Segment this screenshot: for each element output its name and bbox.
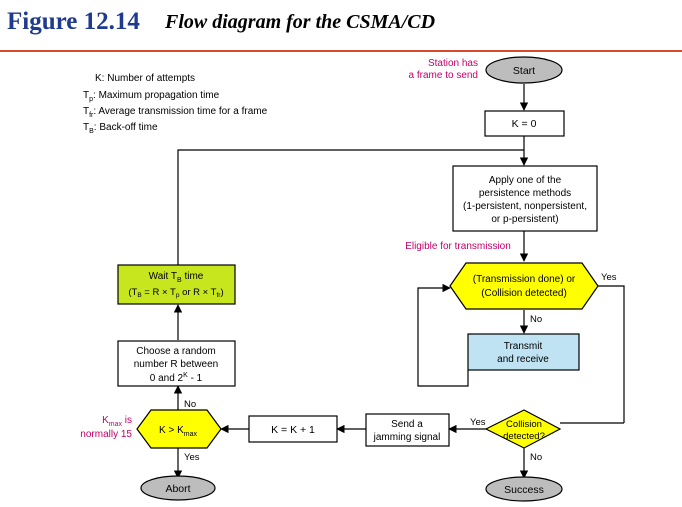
header-rule: [0, 50, 682, 52]
collision-shape: [484, 409, 562, 449]
persistence-line-2: persistence methods: [479, 188, 571, 199]
abort-shape: [140, 475, 216, 501]
legend-k: K: Number of attempts: [95, 73, 195, 84]
start-label: Start: [513, 65, 535, 77]
wait-box: Wait TB time (TB = R × Tp or R × Tfr): [117, 264, 236, 305]
jamming-line-2: jamming signal: [373, 432, 441, 443]
kmax-note-line-2: normally 15: [80, 429, 132, 440]
figure-title: Flow diagram for the CSMA/CD: [165, 11, 436, 33]
transmit-line-1: Transmit: [504, 341, 543, 352]
wait-line-2: (TB = R × Tp or R × Tfr): [128, 287, 223, 299]
edge-txdone-yes: [598, 285, 625, 418]
abort-terminal: Abort: [140, 475, 216, 501]
transmission-done-no-label: No: [530, 314, 542, 325]
persistence-shape: [452, 165, 598, 232]
legend-tfr: Tfr: Average transmission time for a fra…: [83, 106, 268, 119]
k-increment-label: K = K + 1: [271, 424, 315, 436]
collision-yes-label: Yes: [470, 417, 486, 428]
transmission-done-shape: [449, 262, 599, 310]
start-note-line-1: Station has: [428, 58, 478, 69]
legend-tp: Tp: Maximum propagation time: [83, 90, 220, 103]
legend-tb: TB: Back-off time: [83, 122, 158, 135]
edge-transmit-loop-back: [417, 283, 469, 387]
legend: K: Number of attempts Tp: Maximum propag…: [83, 73, 268, 135]
wait-line-1: Wait TB time: [149, 271, 204, 284]
collision-no-label: No: [530, 452, 542, 463]
start-terminal: Start: [485, 56, 563, 84]
kmax-yes-label: Yes: [184, 452, 200, 463]
wait-shape: [117, 264, 236, 305]
start-note-line-2: a frame to send: [409, 70, 478, 81]
persistence-line-1: Apply one of the: [489, 175, 562, 186]
k-increment-shape: [248, 415, 338, 443]
collision-decision: Collision detected?: [484, 409, 562, 449]
transmission-done-decision: (Transmission done) or (Collision detect…: [449, 262, 599, 310]
connectors: [173, 84, 625, 479]
figure-number: Figure 12.14: [7, 8, 140, 35]
collision-line-2: detected?: [503, 431, 545, 442]
transmission-done-yes-label: Yes: [601, 272, 617, 283]
kmax-note-line-1: Kmax is: [102, 415, 132, 428]
kmax-no-label: No: [184, 399, 196, 410]
persistence-line-3: (1-persistent, nonpersistent,: [463, 201, 587, 212]
success-label: Success: [504, 484, 544, 496]
k-init-label: K = 0: [512, 118, 537, 130]
figure-header: Figure 12.14 Flow diagram for the CSMA/C…: [0, 0, 682, 52]
random-box: Choose a random number R between 0 and 2…: [117, 340, 236, 387]
k-increment-box: K = K + 1: [248, 415, 338, 443]
transmission-done-line-2: (Collision detected): [481, 288, 567, 299]
transmit-line-2: and receive: [497, 354, 549, 365]
jamming-box: Send a jamming signal: [365, 413, 450, 447]
transmit-box: Transmit and receive: [467, 333, 580, 371]
kmax-shape: [136, 409, 222, 449]
random-shape: [117, 340, 236, 387]
persistence-line-4: or p-persistent): [491, 214, 558, 225]
abort-label: Abort: [165, 483, 190, 495]
collision-line-1: Collision: [506, 419, 542, 430]
k-init-shape: [484, 110, 565, 137]
success-shape: [485, 476, 563, 502]
random-line-2: number R between: [134, 359, 219, 370]
k-init-box: K = 0: [484, 110, 565, 137]
transmission-done-line-1: (Transmission done) or: [473, 274, 576, 285]
eligible-note: Eligible for transmission: [405, 241, 511, 252]
start-shape: [485, 56, 563, 84]
random-line-1: Choose a random: [136, 346, 216, 357]
jamming-line-1: Send a: [391, 419, 423, 430]
jamming-shape: [365, 413, 450, 447]
success-terminal: Success: [485, 476, 563, 502]
kmax-decision: K > Kmax: [136, 409, 222, 449]
random-line-3: 0 and 2K - 1: [150, 372, 203, 384]
transmit-shape: [467, 333, 580, 371]
persistence-box: Apply one of the persistence methods (1-…: [452, 165, 598, 232]
kmax-label: K > Kmax: [159, 425, 197, 438]
edge-wait-to-loop: [177, 149, 524, 304]
